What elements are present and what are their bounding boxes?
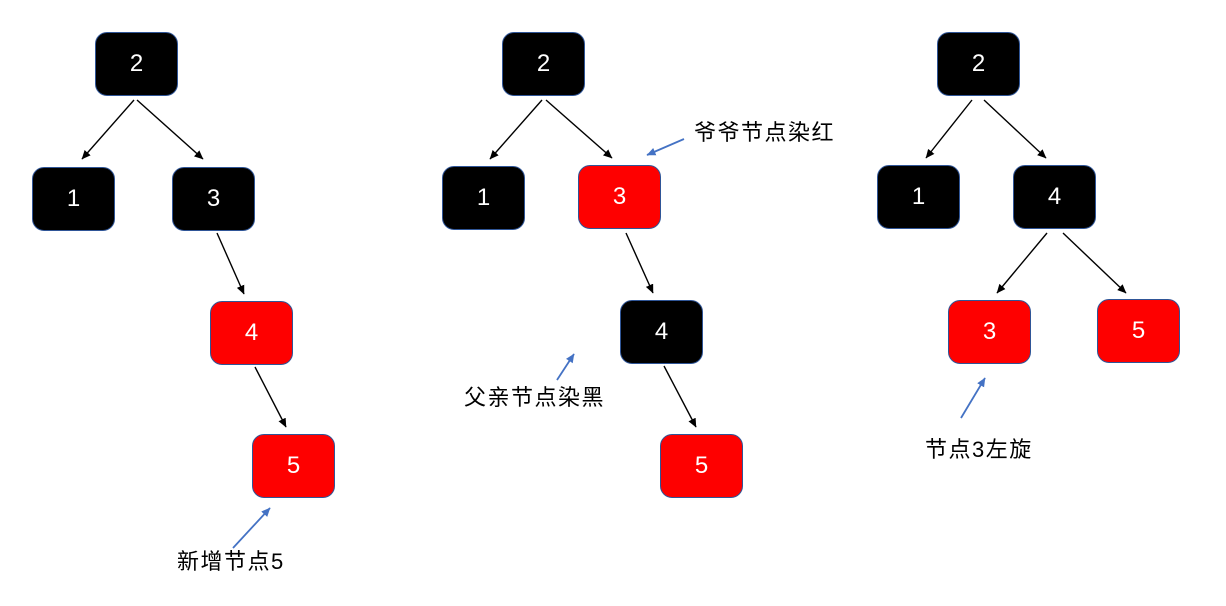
tree1-edge-2-1 — [81, 99, 135, 160]
annotation-grandpa-red: 爷爷节点染红 — [694, 120, 836, 145]
tree2-node-1: 1 — [442, 166, 525, 230]
tree3-edge-2-4 — [983, 99, 1047, 159]
annotation-arrow-rotate-left — [960, 377, 986, 419]
tree3-edge-2-1 — [925, 99, 973, 159]
tree3-edge-4-3 — [996, 232, 1048, 294]
tree2-edge-2-3 — [545, 99, 613, 159]
tree1-node-3: 3 — [172, 167, 255, 231]
tree1-edge-3-4 — [216, 232, 245, 295]
annotation-arrow-new-node-5 — [232, 507, 271, 549]
tree3-node-2: 2 — [937, 32, 1020, 96]
tree3-node-1: 1 — [877, 165, 960, 229]
tree2-edge-2-1 — [489, 99, 543, 160]
tree3-node-4: 4 — [1013, 165, 1096, 229]
tree1-node-4: 4 — [210, 301, 293, 365]
tree3-node-5: 5 — [1097, 299, 1180, 363]
tree2-node-4: 4 — [620, 300, 703, 364]
tree1-edge-4-5 — [254, 366, 287, 428]
tree2-node-3: 3 — [578, 165, 661, 229]
annotation-father-black: 父亲节点染黑 — [464, 385, 606, 410]
tree2-node-2: 2 — [502, 32, 585, 96]
annotation-new-node-5: 新增节点5 — [177, 549, 285, 574]
tree3-node-3: 3 — [948, 300, 1031, 364]
tree2-edge-4-5 — [663, 365, 697, 428]
annotation-arrow-grandpa-red — [646, 138, 685, 156]
tree2-node-5: 5 — [660, 434, 743, 498]
annotation-rotate-left: 节点3左旋 — [925, 437, 1033, 462]
tree2-edge-3-4 — [625, 232, 654, 294]
tree1-edge-2-3 — [136, 99, 204, 160]
tree3-edge-4-5 — [1062, 232, 1127, 294]
annotation-arrow-father-black — [556, 353, 575, 381]
tree1-node-2: 2 — [95, 32, 178, 96]
tree1-node-5: 5 — [252, 434, 335, 498]
tree1-node-1: 1 — [32, 167, 115, 231]
